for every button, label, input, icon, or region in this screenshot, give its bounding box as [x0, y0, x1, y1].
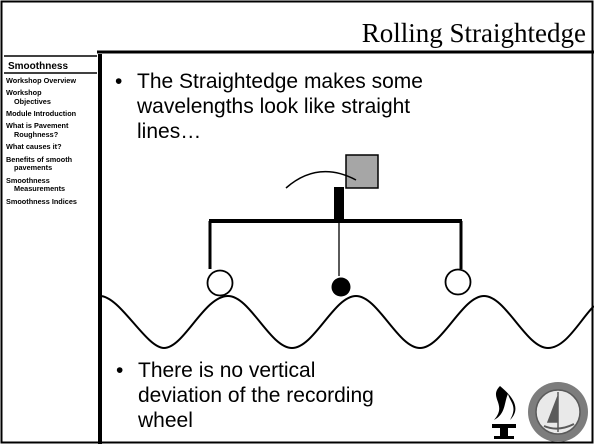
- bullet-line: There is no vertical: [138, 359, 316, 382]
- torch-icon: [492, 386, 516, 439]
- bullet-line: deviation of the recording: [138, 384, 374, 407]
- bullet-dot: •: [116, 359, 124, 382]
- pavement-profile: [99, 294, 594, 350]
- bullet-point-1: • The Straightedge makes some wavelength…: [115, 69, 423, 144]
- sidebar-item-label: Smoothness: [6, 175, 50, 185]
- sidebar-item-pavement-roughness[interactable]: What is Pavement Roughness?: [6, 121, 98, 140]
- sidebar-header: Smoothness: [8, 61, 69, 72]
- sidebar-item-label-line2: Objectives: [14, 96, 51, 106]
- sidebar-item-label: Workshop Overview: [6, 76, 77, 85]
- sidebar-item-smoothness-indices[interactable]: Smoothness Indices: [6, 196, 98, 207]
- sidebar-item-label: Smoothness Indices: [6, 196, 77, 206]
- sidebar-item-workshop-objectives[interactable]: Workshop Objectives: [6, 88, 98, 107]
- sidebar-item-label: What is Pavement: [6, 121, 69, 131]
- sidebar-item-module-introduction[interactable]: Module Introduction: [6, 109, 98, 119]
- bullet-line: wheel: [138, 409, 193, 432]
- bullet-line: lines…: [137, 120, 202, 143]
- sidebar-item-label-line2: Measurements: [14, 184, 66, 194]
- recorder-post: [334, 187, 344, 220]
- logos: [492, 382, 588, 442]
- sidebar-item-what-causes-it[interactable]: What causes it?: [6, 142, 98, 152]
- bullet-point-2: • There is no vertical deviation of the …: [116, 358, 374, 433]
- seal-icon: [528, 382, 588, 442]
- sidebar-item-smoothness-measurements[interactable]: Smoothness Measurements: [6, 175, 98, 195]
- sidebar-item-label: Workshop: [6, 88, 42, 98]
- recorder-box: [345, 154, 379, 189]
- sidebar-item-benefits[interactable]: Benefits of smooth pavements: [6, 154, 98, 174]
- bullet-line: The Straightedge makes some: [137, 70, 423, 93]
- sidebar-item-label-line2: pavements: [14, 163, 53, 173]
- bullet-dot: •: [115, 70, 123, 93]
- sidebar-item-label: Module Introduction: [6, 109, 77, 119]
- sidebar-item-label: Benefits of smooth: [6, 154, 73, 164]
- recording-wheel: [331, 277, 351, 297]
- sidebar-item-workshop-overview[interactable]: Workshop Overview: [6, 76, 98, 86]
- right-wheel: [444, 268, 472, 296]
- sidebar-item-label-line2: Roughness?: [14, 130, 59, 140]
- slide-title: Rolling Straightedge: [361, 18, 586, 48]
- recording-trace: [285, 170, 357, 189]
- bullet-line: wavelengths look like straight: [137, 95, 411, 118]
- sidebar-item-label: What causes it?: [6, 142, 62, 152]
- left-wheel: [206, 269, 234, 297]
- sidebar-nav: Smoothness Workshop Overview Workshop Ob…: [6, 60, 98, 210]
